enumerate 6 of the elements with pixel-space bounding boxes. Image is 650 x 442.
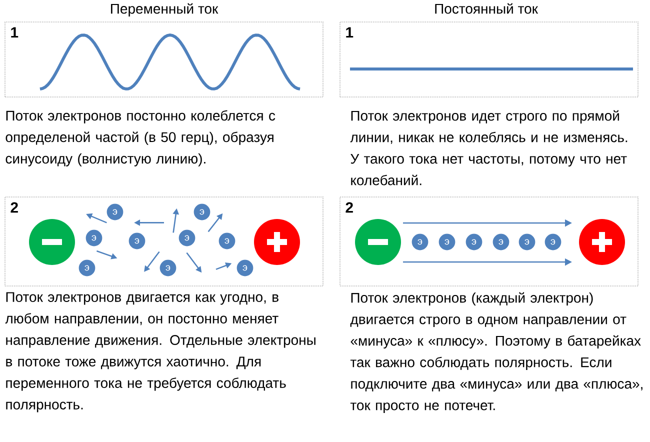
panel-box: 1 [340,22,638,98]
description-text: Поток электронов (каждый электрон) двигается строго в одном направлении от «минуса» к «плюсу». Поэтому в батарейках так важно соблюдать полярность. Если подключите два «минуса» или два «плюса», ток просто не потечет. [350,292,642,413]
description-text: Поток электронов постонно колеблется с определеной частой (в 50 герц), образуя синусоиду (волнистую линию). [6,110,276,166]
description-text: Поток электронов идет строго по прямой линии, никак не колеблясь и не изменясь. У такого тока нет частоты, потому что нет колебаний. [350,110,628,186]
description-text: Поток электронов двигается как угодно, в любом направлении, он постонно меняет направление движения. Отдельные электроны в потоке тоже движутся хаотично. Для переменного тока не требуется соблюдать полярность. [5,292,316,412]
panel-box: 1 [4,22,324,98]
